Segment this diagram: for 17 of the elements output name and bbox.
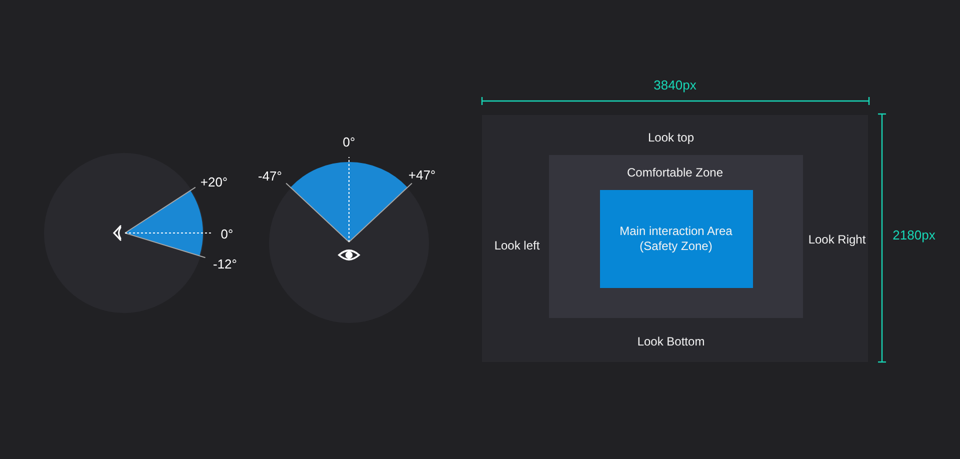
zone-label: Look left [494,238,540,254]
angle-label: 0° [220,226,234,242]
angle-label: -12° [213,256,237,272]
angle-label: +47° [408,168,436,182]
comfortable-zone-panel [549,155,803,318]
dimension-label: 2180px [892,228,936,242]
angle-label: +20° [200,174,228,190]
dimension-label: 3840px [654,78,696,92]
zone-label: Comfortable Zone [626,166,724,180]
look-area-panel [482,115,868,362]
zone-label: Look Right [808,232,866,248]
zone-label: Look top [648,130,694,146]
angle-label: -47° [258,168,282,184]
safety-zone-panel [600,190,753,288]
angle-label: 0° [342,134,356,150]
zone-label: Main interaction Area (Safety Zone) [618,224,734,254]
zone-label: Look Bottom [637,334,705,350]
